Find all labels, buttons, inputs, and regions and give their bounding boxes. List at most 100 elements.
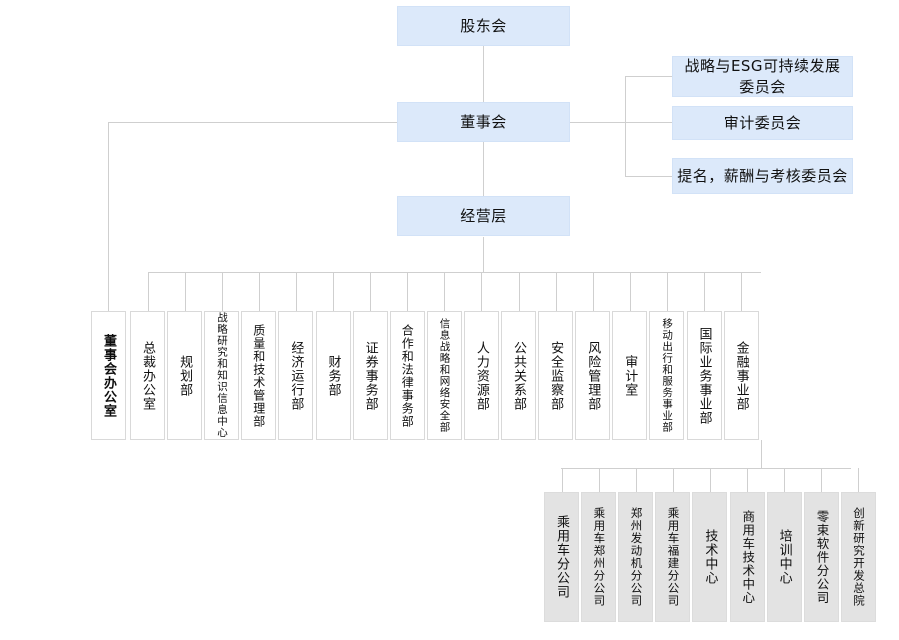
department-connector-stub [481,272,482,311]
subsidiary-connector-stub [858,468,859,492]
subsidiary-connector-stub [710,468,711,492]
node-board-office[interactable]: 董事会办公室 [91,311,126,440]
node-department-label: 金融事业部 [733,340,749,411]
department-connector-stub [444,272,445,311]
node-subsidiary[interactable]: 创新研究开发总院 [840,492,876,622]
connector-department-bus [148,272,761,273]
node-department[interactable]: 移动出行和服务事业部 [649,311,685,440]
subsidiary-connector-stub [673,468,674,492]
department-connector-stub [667,272,668,311]
connector-board-to-committee-bus [570,122,672,123]
connector-shareholders-to-board [483,46,484,104]
connector-board-to-board-office-v [108,122,109,311]
node-department[interactable]: 金融事业部 [723,311,759,440]
node-department[interactable]: 公共关系部 [501,311,536,440]
node-subsidiary[interactable]: 培训中心 [766,492,802,622]
subsidiary-connector-stub [562,468,563,492]
node-department[interactable]: 规划部 [167,311,203,440]
connector-committee-stub-3 [625,176,672,177]
node-department[interactable]: 信息战略和网络安全部 [426,311,462,440]
node-department[interactable]: 人力资源部 [463,311,499,440]
department-connector-stub [296,272,297,311]
subsidiary-connector-stub [636,468,637,492]
node-subsidiary-label: 培训中心 [776,529,792,585]
node-committee-nomination-remuneration-label: 提名，薪酬与考核委员会 [677,166,848,185]
node-subsidiary-label: 郑州发动机分公司 [629,507,644,607]
node-subsidiary[interactable]: 零束软件分公司 [803,492,839,622]
node-subsidiary[interactable]: 郑州发动机分公司 [618,492,654,622]
node-department-label: 证券事务部 [362,340,378,411]
node-department[interactable]: 质量和技术管理部 [241,311,277,440]
department-connector-stub [333,272,334,311]
node-department-label: 信息战略和网络安全部 [438,318,451,433]
node-board-office-label: 董事会办公室 [101,333,116,418]
node-department-label: 经济运行部 [288,340,304,411]
node-department-label: 质量和技术管理部 [251,323,266,428]
node-committee-audit[interactable]: 审计委员会 [672,106,853,140]
node-department[interactable]: 证券事务部 [352,311,388,440]
node-department-label: 财务部 [325,354,341,397]
node-committee-strategy-esg[interactable]: 战略与ESG可持续发展委员会 [672,56,853,97]
department-connector-stub [407,272,408,311]
node-department-label: 人力资源部 [473,340,489,411]
node-department[interactable]: 合作和法律事务部 [389,311,425,440]
node-department[interactable]: 财务部 [315,311,351,440]
node-department-label: 国际业务事业部 [696,326,712,425]
node-department[interactable]: 国际业务事业部 [686,311,722,440]
department-connector-stub [519,272,520,311]
node-department-label: 战略研究和知识信息中心 [215,312,228,439]
node-department-label: 移动出行和服务事业部 [661,318,674,433]
department-connector-stub [556,272,557,311]
department-connector-stub [593,272,594,311]
node-subsidiary[interactable]: 商用车技术中心 [729,492,765,622]
department-connector-stub [222,272,223,311]
node-department-label: 合作和法律事务部 [400,323,415,428]
node-board-of-directors[interactable]: 董事会 [397,102,570,142]
node-committee-audit-label: 审计委员会 [723,113,802,132]
node-subsidiary-label: 技术中心 [702,529,718,585]
node-department[interactable]: 审计室 [612,311,648,440]
connector-board-to-board-office-h [108,122,397,123]
node-department-label: 规划部 [177,354,193,397]
node-department-label: 审计室 [622,354,638,397]
node-subsidiary-label: 乘用车郑州分公司 [592,507,607,607]
node-board-of-directors-label: 董事会 [460,112,507,131]
subsidiary-connector-stub [747,468,748,492]
node-department[interactable]: 安全监察部 [538,311,574,440]
node-subsidiary[interactable]: 乘用车福建分公司 [655,492,691,622]
node-management-layer-label: 经营层 [460,206,507,225]
node-subsidiary-label: 零束软件分公司 [814,509,830,605]
node-department[interactable]: 经济运行部 [278,311,314,440]
node-subsidiary[interactable]: 乘用车郑州分公司 [581,492,617,622]
department-connector-stub [630,272,631,311]
node-shareholders-meeting-label: 股东会 [460,16,507,35]
node-management-layer[interactable]: 经营层 [397,196,570,236]
subsidiary-connector-stub [784,468,785,492]
department-connector-stub [704,272,705,311]
department-connector-stub [185,272,186,311]
node-shareholders-meeting[interactable]: 股东会 [397,6,570,46]
connector-to-subsidiary-bus [761,440,762,468]
connector-committee-stub-1 [625,76,672,77]
department-connector-stub [148,272,149,311]
node-subsidiary[interactable]: 乘用车分公司 [544,492,579,622]
node-department-label: 安全监察部 [548,340,564,411]
connector-subsidiary-bus [561,468,851,469]
department-connector-stub [259,272,260,311]
node-department-label: 公共关系部 [511,340,526,411]
node-department[interactable]: 风险管理部 [575,311,611,440]
node-subsidiary-label: 商用车技术中心 [740,509,756,605]
subsidiary-connector-stub [599,468,600,492]
connector-committee-trunk [625,76,626,177]
connector-board-to-management [483,140,484,196]
node-subsidiary-label: 乘用车分公司 [554,515,569,599]
node-department[interactable]: 战略研究和知识信息中心 [204,311,240,440]
subsidiary-connector-stub [821,468,822,492]
department-connector-stub [370,272,371,311]
connector-management-to-dept-bus [483,237,484,272]
node-subsidiary[interactable]: 技术中心 [692,492,728,622]
node-department[interactable]: 总裁办公室 [130,311,165,440]
node-committee-nomination-remuneration[interactable]: 提名，薪酬与考核委员会 [672,158,853,194]
node-subsidiary-label: 创新研究开发总院 [852,507,867,607]
